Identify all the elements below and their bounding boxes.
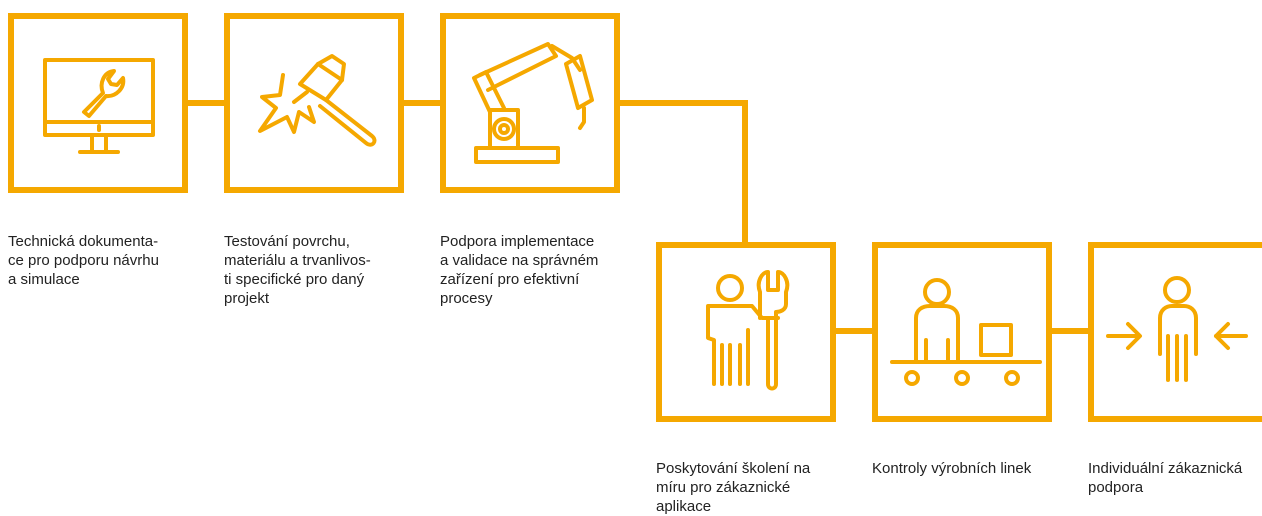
hammer-impact-icon	[258, 54, 377, 147]
worker-wrench-icon	[706, 270, 790, 391]
step-5-caption: Kontroly výrobních linek	[872, 460, 1032, 477]
step-1-caption: Technická dokumenta- ce pro podporu návr…	[8, 233, 159, 288]
step-1-box	[8, 13, 188, 193]
person-arrows-icon	[1106, 276, 1248, 382]
step-4-box	[656, 242, 836, 422]
monitor-wrench-icon	[43, 58, 155, 154]
connector-3-4	[620, 100, 748, 242]
step-6-caption: Individuální zákaznická podpora	[1088, 460, 1243, 496]
robotic-arm-icon	[472, 42, 594, 164]
step-2-caption: Testování povrchu, materiálu a trvanlivo…	[224, 233, 371, 307]
connectors	[188, 100, 1088, 334]
step-3-box	[440, 13, 620, 193]
step-2-box	[224, 13, 404, 193]
step-6-box	[1088, 242, 1262, 422]
step-3-caption: Podpora implementace a validace na správ…	[440, 233, 599, 307]
step-5-box	[872, 242, 1052, 422]
step-4-caption: Poskytování školení na míru pro zákaznic…	[656, 460, 811, 515]
conveyor-worker-icon	[890, 278, 1042, 386]
